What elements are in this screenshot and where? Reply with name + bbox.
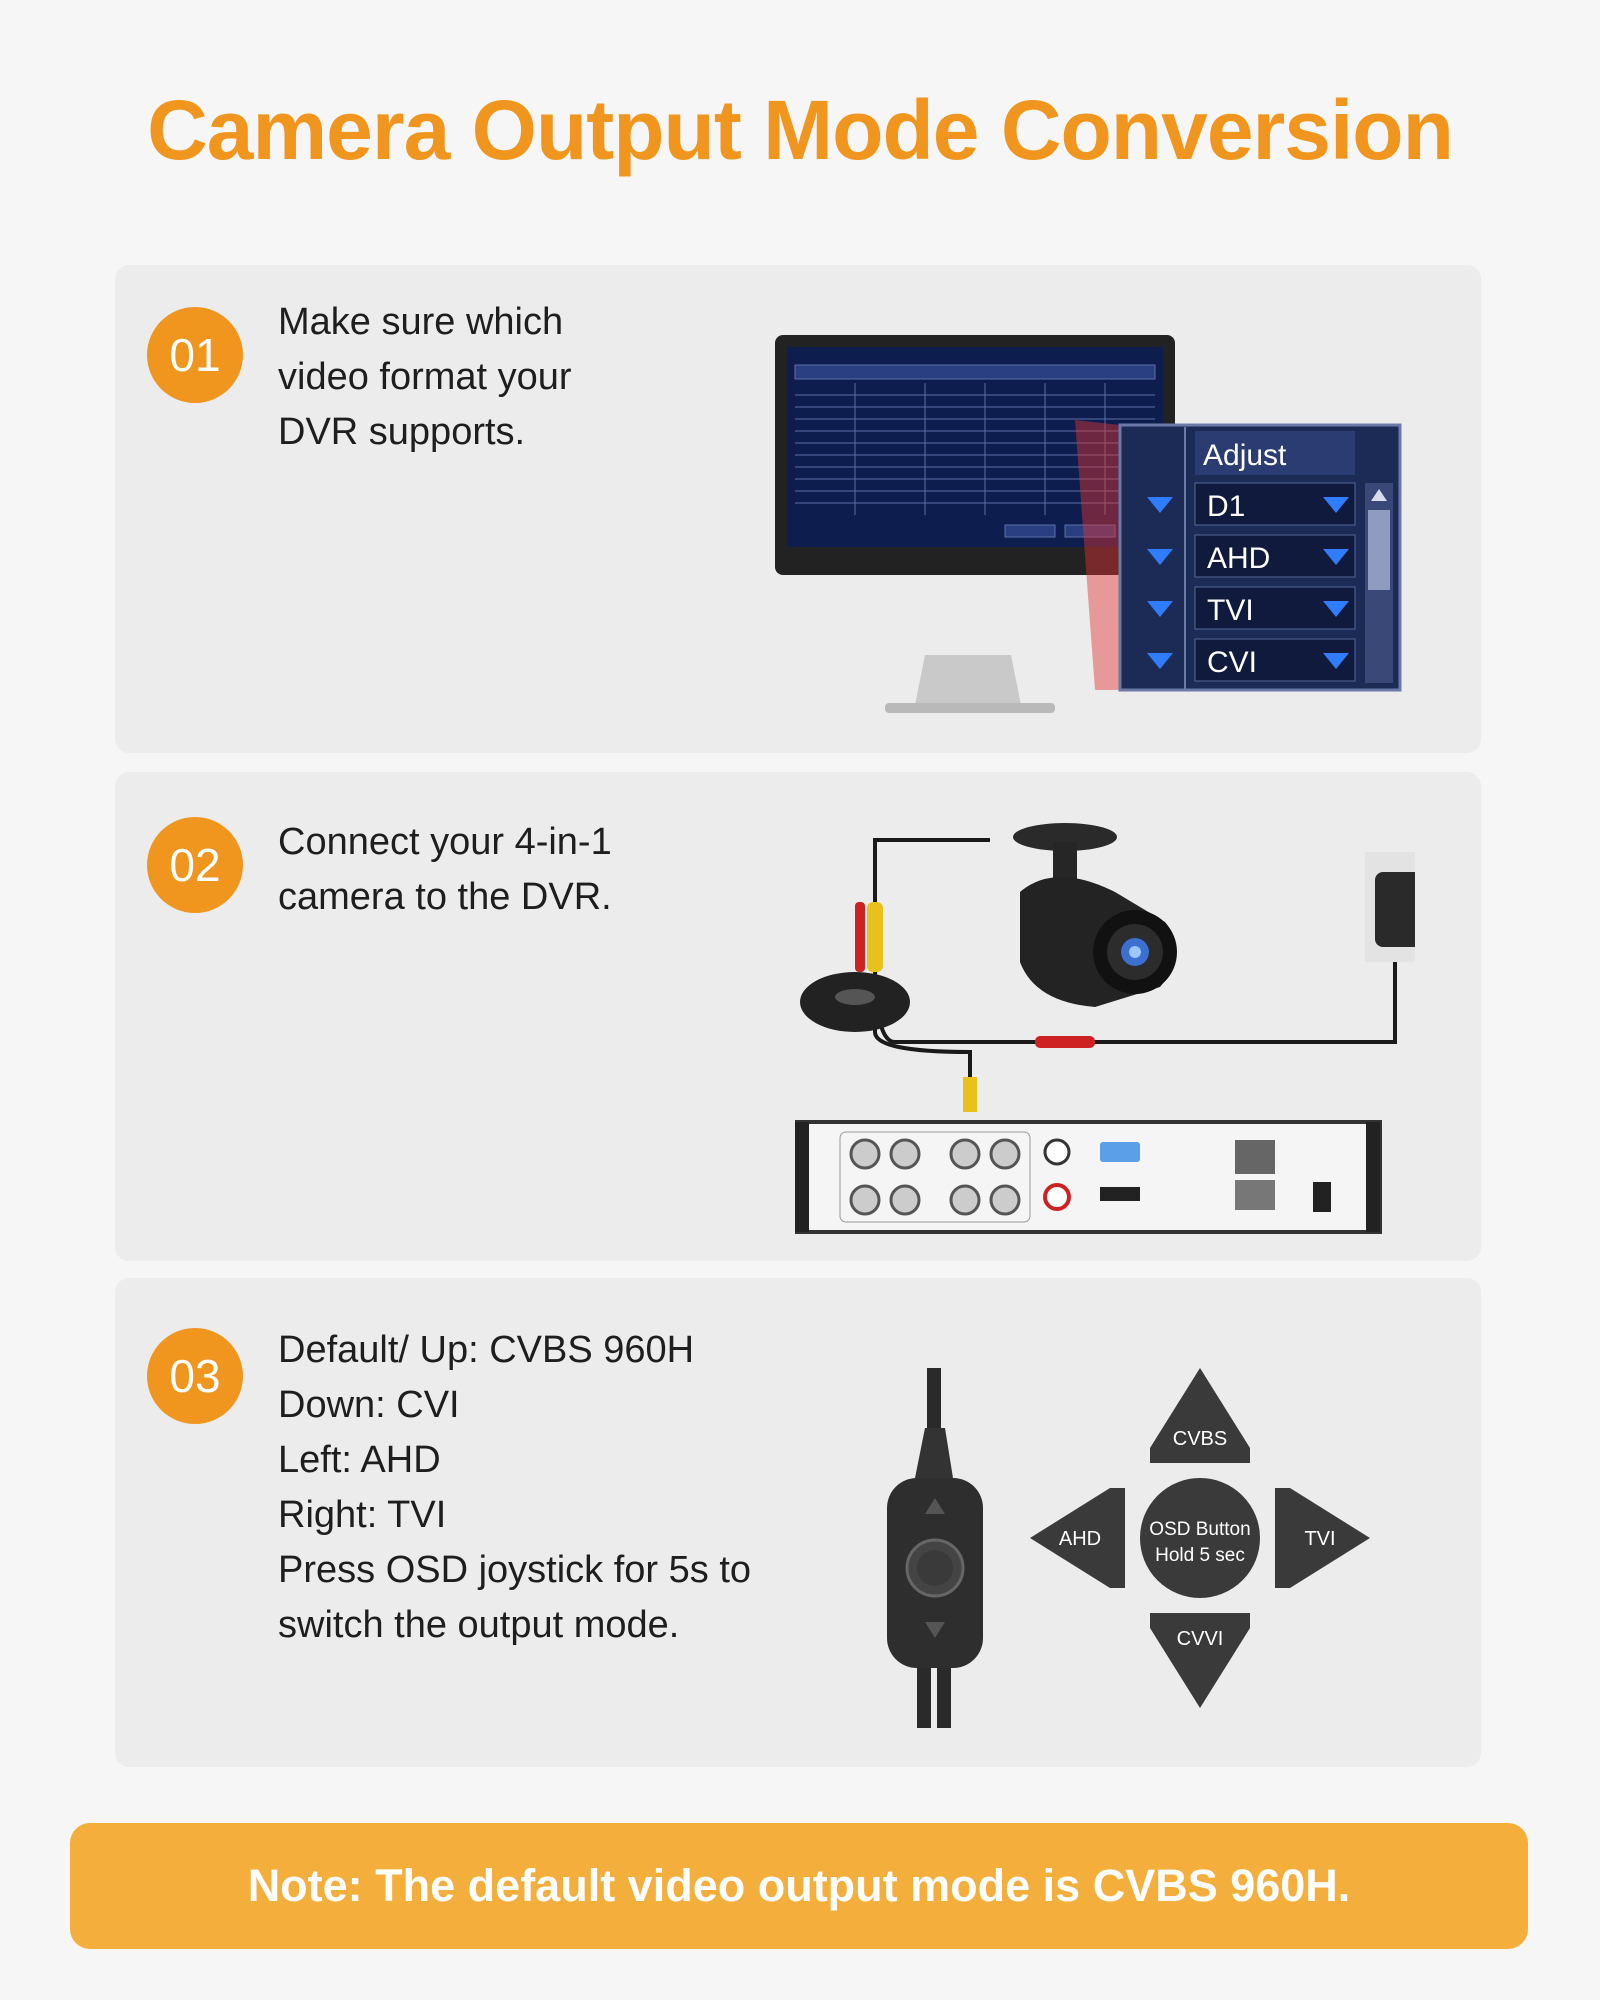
dvr-back-panel (795, 1120, 1382, 1234)
adjust-header: Adjust (1203, 439, 1287, 472)
bullet-camera (1013, 823, 1177, 1007)
direction-left-arrow (1030, 1488, 1110, 1588)
dvr-monitor-illustration: Adjust D1 AHD TVI CVI (775, 335, 1402, 713)
step-line: DVR supports. (278, 411, 526, 453)
center-button (1132, 1470, 1268, 1606)
bnc-ports (849, 1138, 1021, 1216)
step-line: Down: CVI (278, 1384, 460, 1426)
arrow-up-icon (925, 1498, 945, 1514)
step-number-badge: 01 (147, 307, 243, 403)
dropdown-arrow-icon (1147, 601, 1173, 617)
format-option-ahd: AHD (1147, 534, 1356, 578)
left-label: AHD (1059, 1528, 1101, 1550)
bnc-plug (963, 1077, 977, 1112)
dc-power-port (1313, 1182, 1331, 1212)
direction-down-arrow (1150, 1628, 1250, 1708)
dropdown-arrow-icon (1147, 549, 1173, 565)
direction-right-arrow (1290, 1488, 1370, 1588)
step-line: Press OSD joystick for 5s to (278, 1549, 752, 1591)
cable (873, 838, 990, 892)
dropdown-arrow-icon (1323, 549, 1349, 565)
osd-joystick-cable-illustration (887, 1368, 983, 1728)
monitor-stand (915, 655, 1021, 705)
step-description: Default/ Up: CVBS 960H Down: CVI Left: A… (278, 1323, 751, 1653)
svg-text:D1: D1 (1207, 490, 1245, 523)
hdmi-port (1100, 1187, 1140, 1201)
usb-ports (1235, 1180, 1275, 1210)
dropdown-arrow-icon (1323, 653, 1349, 669)
step-number-badge: 02 (147, 817, 243, 913)
step-line: Default/ Up: CVBS 960H (278, 1329, 695, 1371)
format-option-d1: D1 (1147, 482, 1356, 526)
record-table (794, 364, 1156, 538)
monitor-screen (787, 347, 1163, 547)
step-number-badge: 03 (147, 1328, 243, 1424)
step-line: Make sure which (278, 301, 564, 343)
center-label-line1: OSD Button (1149, 1519, 1250, 1540)
step-line: camera to the DVR. (278, 876, 612, 918)
step-line: video format your (278, 356, 572, 398)
svg-text:TVI: TVI (1207, 594, 1254, 627)
step-line: Left: AHD (278, 1439, 441, 1481)
format-option-cvi: CVI (1147, 638, 1356, 682)
direction-up-arrow (1150, 1368, 1250, 1448)
osd-direction-diagram: CVBS CVVI AHD TVI OSD Button Hold 5 sec (1030, 1368, 1370, 1708)
step-card-2: 02 Connect your 4-in-1 camera to the DVR… (115, 772, 1481, 1261)
adjust-panel: Adjust D1 AHD TVI CVI (1118, 423, 1402, 692)
right-label: TVI (1304, 1528, 1335, 1550)
step-description: Connect your 4-in-1 camera to the DVR. (278, 815, 612, 925)
step-line: switch the output mode. (278, 1604, 680, 1646)
audio-out-port (1043, 1138, 1071, 1166)
up-label: CVBS (1173, 1428, 1227, 1450)
dropdown-arrow-icon (1147, 497, 1173, 513)
scroll-up-icon (1371, 489, 1387, 501)
dropdown-arrow-icon (1323, 601, 1349, 617)
panel-scroll-thumb (1368, 510, 1390, 590)
vga-port (1100, 1142, 1140, 1162)
format-option-tvi: TVI (1147, 586, 1356, 630)
dropdown-arrow-icon (1147, 653, 1173, 669)
dropdown-arrow-icon (1323, 497, 1349, 513)
power-adapter (1375, 872, 1415, 947)
monitor-base (885, 703, 1055, 713)
power-connector (855, 902, 865, 972)
step-card-1: 01 Make sure which video format your DVR… (115, 265, 1481, 753)
network-port (1235, 1140, 1275, 1174)
highlight-beam (1075, 420, 1120, 690)
down-label: CVVI (1177, 1628, 1224, 1650)
step-line: Right: TVI (278, 1494, 447, 1536)
default-mode-note: Note: The default video output mode is C… (70, 1823, 1528, 1949)
camera-dvr-connection-illustration (795, 823, 1415, 1234)
step-description: Make sure which video format your DVR su… (278, 295, 572, 460)
page-title: Camera Output Mode Conversion (147, 83, 1454, 177)
step-line: Connect your 4-in-1 (278, 821, 612, 863)
arrow-down-icon (925, 1622, 945, 1638)
svg-text:AHD: AHD (1207, 542, 1270, 575)
audio-in-port (1043, 1183, 1071, 1211)
center-label-line2: Hold 5 sec (1155, 1545, 1245, 1566)
svg-text:CVI: CVI (1207, 646, 1257, 679)
bnc-connector (867, 902, 883, 972)
power-plug (1035, 1036, 1095, 1048)
step-card-3: 03 Default/ Up: CVBS 960H Down: CVI Left… (115, 1278, 1481, 1767)
